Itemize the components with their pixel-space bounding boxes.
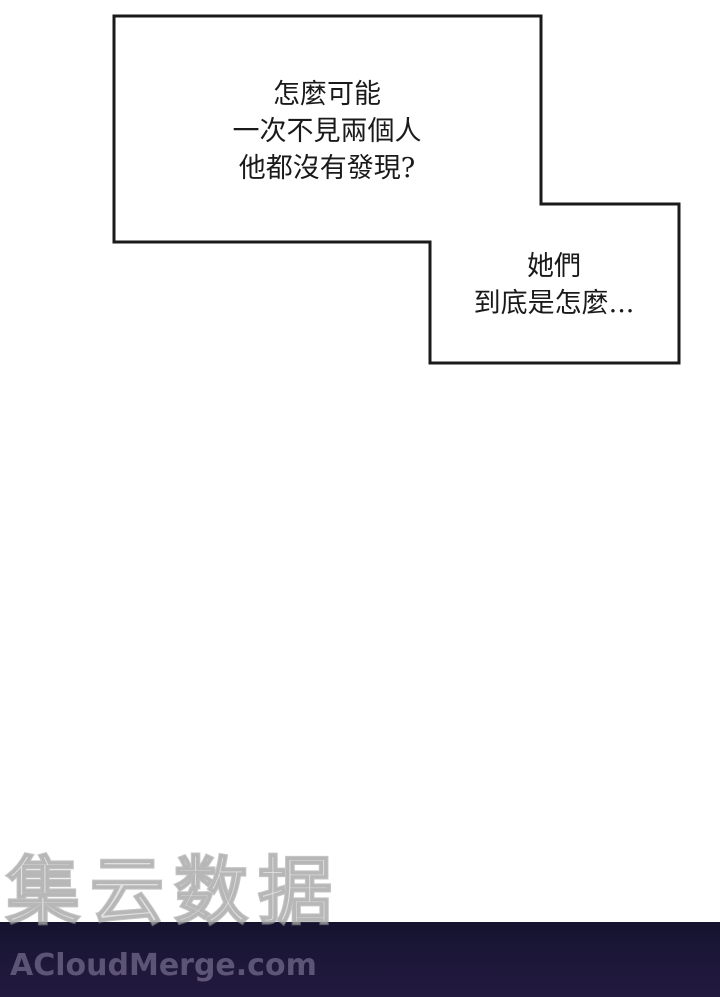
speech-line: 她們 <box>527 251 581 282</box>
speech-line: 一次不見兩個人 <box>232 116 422 147</box>
watermark-url: ACloudMerge.com <box>10 948 317 983</box>
watermark-cjk: 集云数据 <box>5 849 342 935</box>
speech-text-upper: 怎麼可能 一次不見兩個人 他都沒有發現? <box>116 76 538 187</box>
speech-line: 怎麼可能 <box>273 79 381 110</box>
speech-box-outline <box>112 14 681 365</box>
speech-text-lower: 她們 到底是怎麼... <box>432 248 676 322</box>
site-watermark: 集云数据 ACloudMerge.com <box>5 849 386 992</box>
dark-panel-strip <box>0 922 720 997</box>
speech-line: 他都沒有發現? <box>238 153 416 184</box>
speech-box-border <box>112 14 681 365</box>
speech-line: 到底是怎麼... <box>473 288 635 319</box>
